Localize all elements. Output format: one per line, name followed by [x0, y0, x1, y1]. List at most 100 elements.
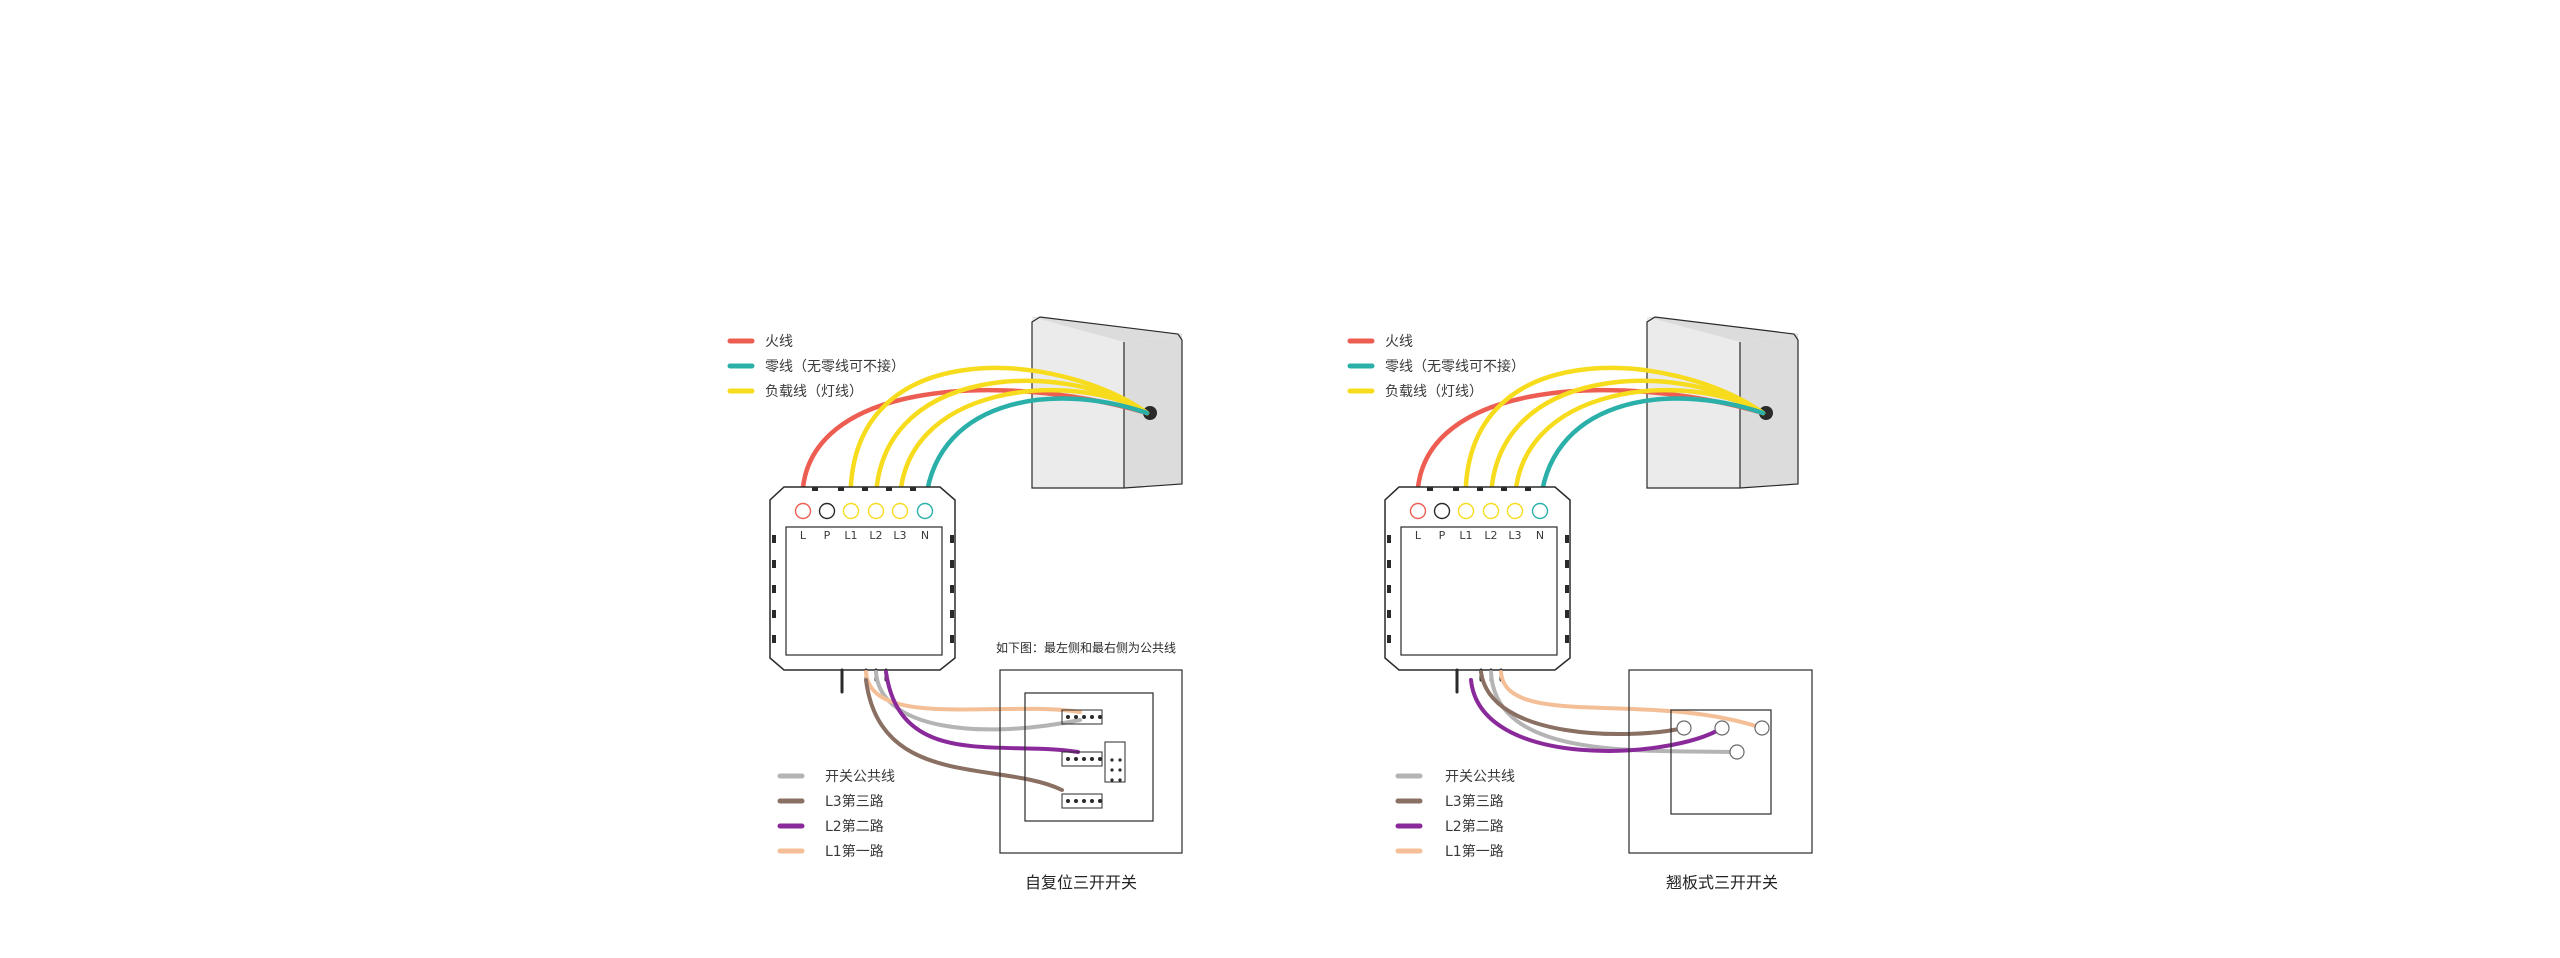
switch-module: L P L1 L2 L3 N — [1384, 486, 1571, 694]
wire-load-2 — [873, 378, 1150, 513]
overhead-wires — [800, 365, 1150, 513]
switch-caption: 自复位三开开关 — [1025, 873, 1137, 892]
wire-load-2 — [1488, 378, 1766, 513]
legend-label-l1: L1第一路 — [1445, 843, 1504, 860]
wall-box-outline — [1646, 316, 1799, 489]
terminal-label-L3: L3 — [1508, 529, 1521, 542]
terminal-label-P: P — [1439, 529, 1446, 542]
switch-note: 如下图：最左侧和最右侧为公共线 — [996, 640, 1176, 655]
top-legend: 火线 零线（无零线可不接） 负载线（灯线） — [1347, 334, 1525, 400]
module-side-notches — [1387, 535, 1569, 643]
terminal-screws — [794, 502, 934, 520]
module-body — [1384, 486, 1571, 671]
diagram-self-reset-switch: 火线 零线（无零线可不接） 负载线（灯线） — [727, 316, 1183, 892]
wall-box-front — [1032, 317, 1124, 488]
switch-wires — [864, 670, 1082, 792]
wire-common — [1489, 670, 1736, 754]
wire-common — [874, 670, 1082, 732]
switch-plate-inner — [1024, 692, 1154, 822]
wire-neutral — [1537, 396, 1766, 513]
terminal-screws — [1409, 502, 1549, 520]
wire-l2 — [884, 670, 1080, 754]
wall-cable-hole — [1143, 406, 1157, 420]
legend-label-l1: L1第一路 — [825, 843, 884, 860]
wire-l1 — [864, 670, 1082, 714]
legend-label-live: 火线 — [765, 334, 793, 350]
switch-caption: 翘板式三开开关 — [1666, 873, 1778, 892]
rocker-contact-2 — [1714, 720, 1730, 736]
wall-box-outline — [1031, 316, 1183, 489]
rocker-contacts — [1676, 720, 1770, 760]
terminal-screw-L2 — [1482, 502, 1500, 520]
legend-label-neutral: 零线（无零线可不接） — [1385, 358, 1525, 375]
top-legend: 火线 零线（无零线可不接） 负载线（灯线） — [727, 334, 905, 400]
module-inner-panel — [785, 526, 943, 656]
terminal-label-L3: L3 — [893, 529, 906, 542]
wire-l1 — [1499, 670, 1764, 730]
legend-label-load: 负载线（灯线） — [1385, 384, 1483, 400]
terminal-screw-L — [794, 502, 812, 520]
legend-label-neutral: 零线（无零线可不接） — [765, 358, 905, 375]
terminal-label-L2: L2 — [869, 529, 882, 542]
self-reset-switch-plate: 如下图：最左侧和最右侧为公共线 自复位三开开关 — [996, 640, 1183, 892]
terminal-screw-L1 — [1457, 502, 1475, 520]
legend-label-common: 开关公共线 — [1445, 769, 1515, 785]
switch-wires — [1469, 670, 1764, 754]
legend-label-l3: L3第三路 — [825, 793, 884, 810]
terminal-label-L1: L1 — [844, 529, 857, 542]
wall-box-top — [1647, 317, 1798, 342]
terminal-screw-P — [1433, 502, 1451, 520]
terminal-screw-L1 — [842, 502, 860, 520]
switch-contact-dots — [1066, 715, 1122, 803]
terminal-screw-P — [818, 502, 836, 520]
legend-label-load: 负载线（灯线） — [765, 384, 863, 400]
wire-l3 — [864, 678, 1064, 792]
wire-load-3 — [1512, 387, 1766, 513]
rocker-contact-common — [1729, 744, 1745, 760]
wire-l2 — [1469, 678, 1724, 753]
switch-plate-inner — [1670, 709, 1772, 815]
module-side-notches — [772, 535, 954, 643]
bottom-legend: 开关公共线 L3第三路 L2第二路 L1第一路 — [1395, 769, 1515, 860]
bottom-legend: 开关公共线 L3第三路 L2第二路 L1第一路 — [777, 769, 895, 860]
terminal-screw-L3 — [1506, 502, 1524, 520]
legend-label-common: 开关公共线 — [825, 769, 895, 785]
wire-l3 — [1479, 670, 1686, 737]
wire-neutral — [922, 396, 1150, 513]
module-top-notches — [812, 487, 916, 491]
switch-module: L P L1 L2 L3 N — [769, 486, 956, 694]
wall-box-front — [1647, 317, 1740, 488]
terminal-labels: L P L1 L2 L3 N — [800, 529, 929, 542]
wire-load-3 — [897, 387, 1150, 513]
overhead-wires — [1415, 365, 1766, 513]
terminal-screw-N — [916, 502, 934, 520]
terminal-screw-L3 — [891, 502, 909, 520]
rocker-switch-plate: 翘板式三开开关 — [1628, 669, 1813, 892]
terminal-screw-L — [1409, 502, 1427, 520]
terminal-label-L2: L2 — [1484, 529, 1497, 542]
switch-plate-outer — [1628, 669, 1813, 854]
legend-label-l3: L3第三路 — [1445, 793, 1504, 810]
terminal-label-L: L — [800, 529, 807, 542]
wall-junction-box — [1646, 316, 1799, 489]
rocker-contact-1 — [1676, 720, 1692, 736]
wall-junction-box — [1031, 316, 1183, 489]
terminal-label-L1: L1 — [1459, 529, 1472, 542]
terminal-labels: L P L1 L2 L3 N — [1415, 529, 1544, 542]
switch-plate-outer — [999, 669, 1183, 854]
terminal-label-P: P — [824, 529, 831, 542]
terminal-label-L: L — [1415, 529, 1422, 542]
module-inner-panel — [1400, 526, 1558, 656]
diagram-rocker-switch: 火线 零线（无零线可不接） 负载线（灯线） — [1347, 316, 1813, 892]
terminal-label-N: N — [921, 529, 929, 542]
terminal-label-N: N — [1536, 529, 1544, 542]
legend-label-l2: L2第二路 — [1445, 818, 1504, 835]
legend-label-live: 火线 — [1385, 334, 1413, 350]
terminal-screw-N — [1531, 502, 1549, 520]
wire-load-1 — [848, 365, 1150, 513]
wire-load-1 — [1463, 365, 1766, 513]
module-body — [769, 486, 956, 671]
wall-cable-hole — [1759, 406, 1773, 420]
legend-label-l2: L2第二路 — [825, 818, 884, 835]
